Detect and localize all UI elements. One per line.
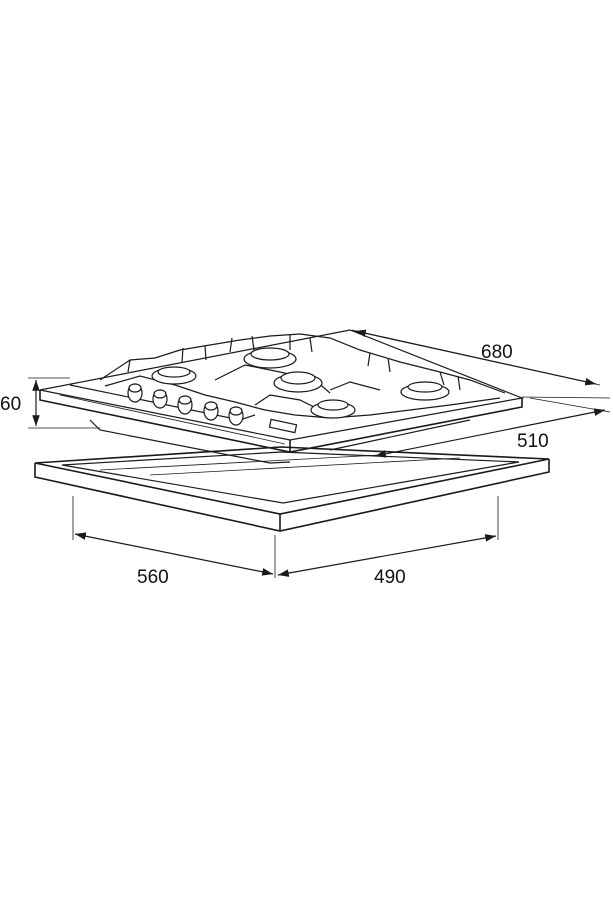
dimension-cutout-depth: 510 <box>374 397 611 458</box>
knob-1 <box>127 383 143 403</box>
knob-4 <box>203 401 219 421</box>
height-label: 60 <box>0 394 21 415</box>
cutout-depth-label: 510 <box>517 431 549 452</box>
cutout-side-label: 490 <box>374 567 406 588</box>
knob-2 <box>152 389 168 409</box>
dimension-cutout-width: 560 <box>72 496 276 588</box>
burner-front <box>310 399 356 419</box>
knob-5 <box>228 406 244 426</box>
burner-rear-center <box>243 347 297 369</box>
burners <box>151 347 450 419</box>
dimension-cutout-side: 490 <box>277 496 499 588</box>
knob-3 <box>177 395 193 415</box>
dimension-height: 60 <box>0 377 100 429</box>
knob-row <box>127 383 244 426</box>
dimension-depth: 680 <box>351 329 611 399</box>
depth-label: 680 <box>481 342 513 363</box>
worktop-cutout <box>34 446 550 532</box>
cutout-width-label: 560 <box>137 567 169 588</box>
burner-center <box>273 371 323 393</box>
burner-rear-left <box>151 366 197 385</box>
